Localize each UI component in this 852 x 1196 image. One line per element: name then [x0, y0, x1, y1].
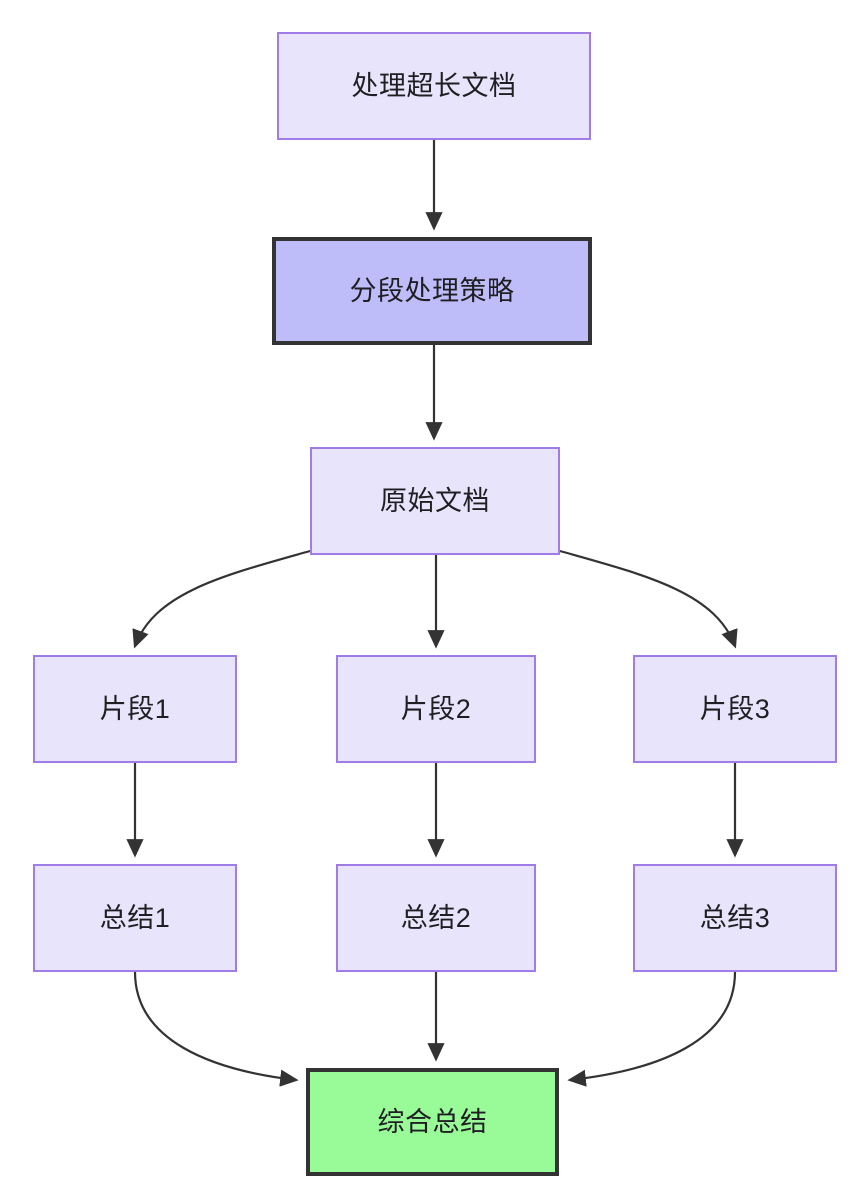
edge-n9-n10 [567, 971, 737, 1087]
node-label: 片段2 [400, 693, 472, 724]
node-label: 总结1 [99, 902, 171, 933]
node-fragment-3[interactable]: 片段3 [633, 655, 837, 763]
node-label: 总结2 [400, 902, 472, 933]
node-label: 片段1 [99, 693, 171, 724]
node-process-long-document[interactable]: 处理超长文档 [277, 32, 591, 140]
node-label: 分段处理策略 [349, 275, 515, 306]
node-summary-2[interactable]: 总结2 [336, 864, 536, 972]
node-label: 片段3 [699, 693, 771, 724]
node-chunking-strategy[interactable]: 分段处理策略 [272, 237, 592, 345]
node-label: 原始文档 [380, 485, 490, 516]
node-comprehensive-summary[interactable]: 综合总结 [306, 1068, 559, 1176]
node-label: 总结3 [699, 902, 771, 933]
node-label: 综合总结 [377, 1106, 488, 1137]
node-fragment-1[interactable]: 片段1 [33, 655, 237, 763]
node-summary-3[interactable]: 总结3 [633, 864, 837, 972]
edge-n3-n4 [132, 549, 311, 649]
node-summary-1[interactable]: 总结1 [33, 864, 237, 972]
edge-n7-n10 [133, 971, 299, 1087]
node-original-document[interactable]: 原始文档 [310, 447, 560, 555]
node-fragment-2[interactable]: 片段2 [336, 655, 536, 763]
edge-n3-n6 [559, 549, 738, 649]
node-label: 处理超长文档 [351, 70, 517, 101]
